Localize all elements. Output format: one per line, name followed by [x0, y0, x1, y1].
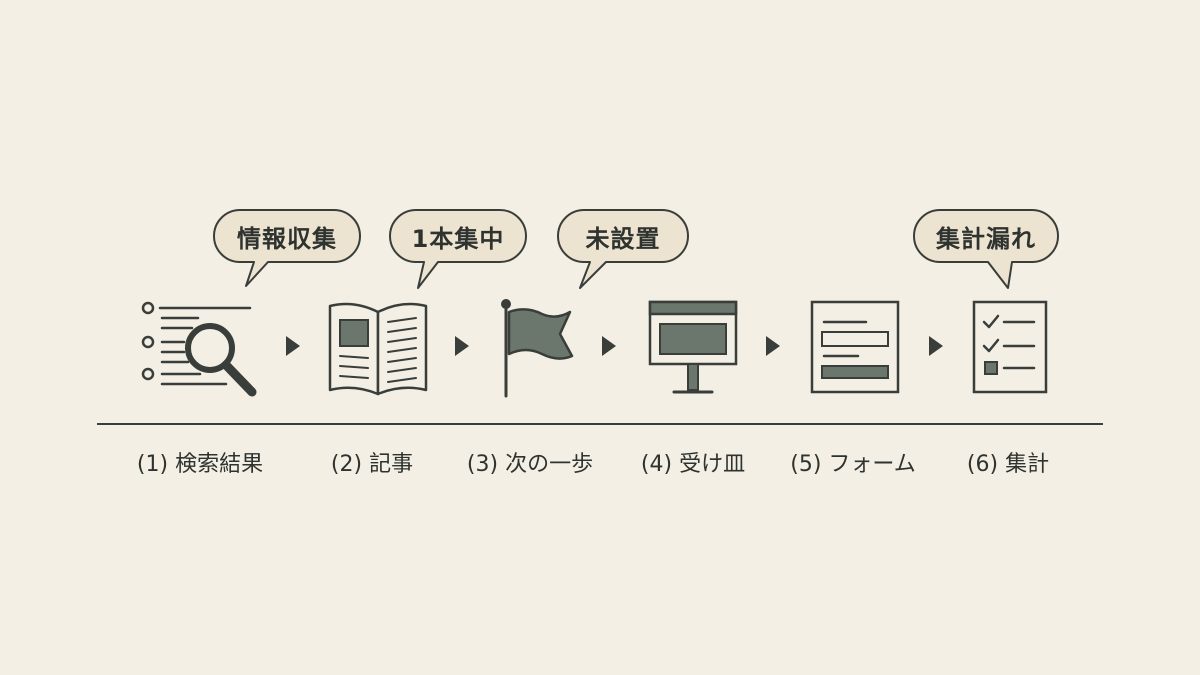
search-results-icon [141, 301, 257, 397]
arrow-right-icon [455, 336, 469, 356]
bubble-tally-omission: 集計漏れ [912, 208, 1060, 289]
bubble-text: 情報収集 [237, 224, 337, 253]
bubble-shape [557, 209, 689, 289]
flag-icon [501, 299, 574, 398]
bubble-shape [389, 209, 527, 289]
step-label-search-results: (1) 検索結果 [136, 452, 264, 477]
step-label-article: (2) 記事 [330, 452, 414, 477]
bubble-information-gathering: 情報収集 [212, 208, 362, 287]
arrow-right-icon [602, 336, 616, 356]
landing-board-icon [648, 300, 738, 394]
bubble-not-installed: 未設置 [556, 208, 690, 289]
form-icon [810, 300, 900, 394]
bubble-single-focus: 1本集中 [388, 208, 528, 289]
step-label-form: (5) フォーム [790, 452, 916, 477]
checklist-icon [972, 300, 1048, 394]
arrow-right-icon [766, 336, 780, 356]
bubble-text: 集計漏れ [936, 224, 1036, 253]
step-label-landing: (4) 受け皿 [640, 452, 746, 477]
step-label-tally: (6) 集計 [966, 452, 1050, 477]
bubble-text: 1本集中 [411, 224, 505, 253]
arrow-right-icon [929, 336, 943, 356]
arrow-right-icon [286, 336, 300, 356]
step-label-next-step: (3) 次の一歩 [466, 452, 594, 477]
bubble-shape [213, 209, 361, 287]
timeline-baseline [97, 423, 1103, 425]
bubble-shape [913, 209, 1059, 289]
article-icon [328, 302, 428, 396]
bubble-text: 未設置 [585, 224, 661, 253]
